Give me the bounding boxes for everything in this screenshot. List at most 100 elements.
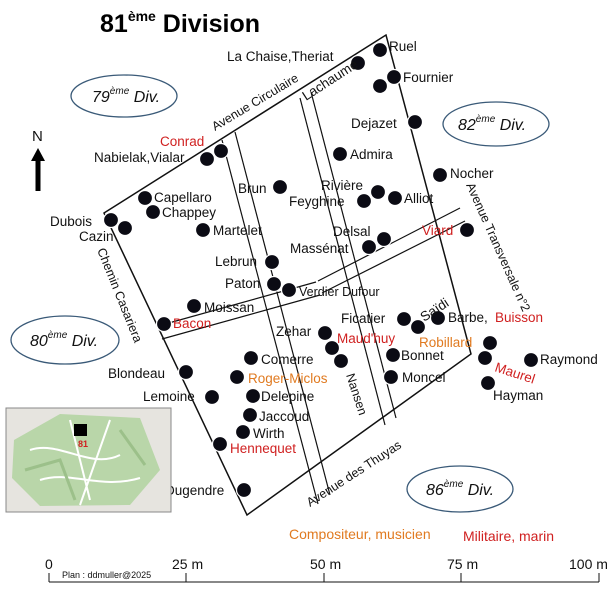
svg-text:80ème Div.: 80ème Div. (30, 330, 98, 350)
title-superscript: ème (128, 8, 156, 24)
inset-location-marker (74, 424, 87, 436)
grave-nocher[interactable] (431, 166, 449, 184)
label-fournier: Fournier (403, 70, 454, 85)
grave-hayman[interactable] (479, 374, 497, 392)
label-riviere: Rivière (321, 178, 363, 193)
grave-raymond[interactable] (522, 351, 540, 369)
grave-maudhuy[interactable] (323, 339, 341, 357)
grave-paton[interactable] (265, 275, 283, 293)
grave-conrad[interactable] (212, 142, 230, 160)
grave-delepine[interactable] (244, 387, 262, 405)
inset-map: 81 (5, 407, 172, 513)
path-vertical-left (221, 139, 319, 505)
grave-dubois[interactable] (102, 211, 120, 229)
grave-hennequet[interactable] (211, 435, 229, 453)
label-ficatier: Ficatier (341, 311, 386, 326)
scale-tick-25: 25 m (172, 556, 203, 572)
label-nabielak-vialar: Nabielak,Vialar (94, 150, 185, 165)
grave-barbe-buisson[interactable] (429, 309, 447, 327)
scale-tick-0: 0 (45, 556, 53, 572)
label-dejazet: Dejazet (351, 116, 397, 131)
label-moissan: Moissan (204, 300, 254, 315)
grave-ficatier[interactable] (395, 310, 413, 328)
grave-capellaro[interactable] (136, 189, 154, 207)
label-paton: Paton (225, 276, 260, 291)
grave-maurel[interactable] (476, 349, 494, 367)
grave-dugendre[interactable] (235, 481, 253, 499)
path-horizontal-bottom (161, 294, 321, 340)
svg-text:82ème Div.: 82ème Div. (458, 114, 526, 134)
label-hennequet: Hennequet (230, 441, 296, 456)
legend-military: Militaire, marin (463, 528, 554, 544)
label-alliot: Alliot (404, 191, 434, 206)
north-arrow-shaft (35, 159, 41, 191)
label-wirth: Wirth (253, 426, 285, 441)
grave-jaccoud[interactable] (241, 406, 259, 424)
label-martelet: Martelet (213, 223, 262, 238)
label-conrad: Conrad (160, 134, 204, 149)
grave-admira[interactable] (331, 145, 349, 163)
grave-blondeau[interactable] (177, 363, 195, 381)
grave-fournier[interactable] (385, 68, 403, 86)
grave-ruel[interactable] (371, 41, 389, 59)
grave-martelet[interactable] (194, 221, 212, 239)
north-label: N (32, 128, 43, 145)
label-moncel: Moncel (402, 370, 446, 385)
label-buisson: Buisson (495, 310, 543, 325)
grave-roger-miclos[interactable] (228, 368, 246, 386)
title-number: 81 (100, 10, 128, 38)
label-verdier-dufour: Verdier Dufour (299, 285, 380, 299)
grave-la-chaise-theriat[interactable] (349, 54, 367, 72)
grave-chappey[interactable] (144, 203, 162, 221)
grave-moissan[interactable] (185, 297, 203, 315)
label-zehar: Zehar (276, 324, 312, 339)
street-nansen: Nansen (343, 372, 370, 417)
grave-lemoine[interactable] (203, 388, 221, 406)
grave-nansen-marker[interactable] (332, 352, 350, 370)
grave-bonnet[interactable] (384, 346, 402, 364)
label-massenat: Massénat (290, 241, 349, 256)
grave-massenat[interactable] (360, 238, 378, 256)
label-capellaro: Capellaro (154, 190, 212, 205)
label-lebrun: Lebrun (215, 254, 257, 269)
grave-riviere[interactable] (369, 183, 387, 201)
map-credit: Plan : ddmuller@2025 (62, 570, 151, 580)
scale-tick-100: 100 m (569, 556, 608, 572)
grave-alliot[interactable] (386, 189, 404, 207)
grave-wirth[interactable] (234, 423, 252, 441)
grave-saidi[interactable] (409, 318, 427, 336)
grave-delsal[interactable] (375, 230, 393, 248)
label-barbe: Barbe, (448, 310, 488, 325)
label-bonnet: Bonnet (401, 348, 444, 363)
grave-nabielak-vialar[interactable] (198, 150, 216, 168)
label-hayman: Hayman (493, 388, 543, 403)
label-feyghine: Feyghine (289, 194, 345, 209)
label-chappey: Chappey (162, 205, 216, 220)
legend-composer: Compositeur, musicien (289, 526, 431, 542)
grave-verdier-dufour[interactable] (280, 281, 298, 299)
inset-label: 81 (78, 439, 88, 449)
grave-dejazet[interactable] (406, 113, 424, 131)
map-title: 81ème Division (100, 8, 260, 38)
grave-robillard[interactable] (481, 334, 499, 352)
street-avenue-transversale: Avenue Transversale n°2 (463, 181, 533, 314)
label-roger-miclos: Roger-Miclos (248, 371, 328, 386)
grave-lachaume[interactable] (371, 77, 389, 95)
label-bacon: Bacon (173, 316, 211, 331)
title-rest: Division (156, 10, 260, 38)
grave-feyghine[interactable] (355, 192, 373, 210)
grave-brun[interactable] (271, 178, 289, 196)
label-brun: Brun (238, 181, 267, 196)
grave-moncel[interactable] (382, 368, 400, 386)
grave-comerre[interactable] (242, 349, 260, 367)
label-ruel: Ruel (389, 39, 417, 54)
svg-text:86ème Div.: 86ème Div. (426, 479, 494, 499)
grave-cazin[interactable] (116, 219, 134, 237)
grave-lebrun[interactable] (263, 253, 281, 271)
grave-zehar[interactable] (316, 324, 334, 342)
grave-viard[interactable] (458, 221, 476, 239)
north-arrow-head-icon (31, 148, 45, 161)
grave-bacon[interactable] (155, 315, 173, 333)
division-80: 80ème Div. (10, 315, 120, 365)
grave-markers (102, 41, 540, 499)
